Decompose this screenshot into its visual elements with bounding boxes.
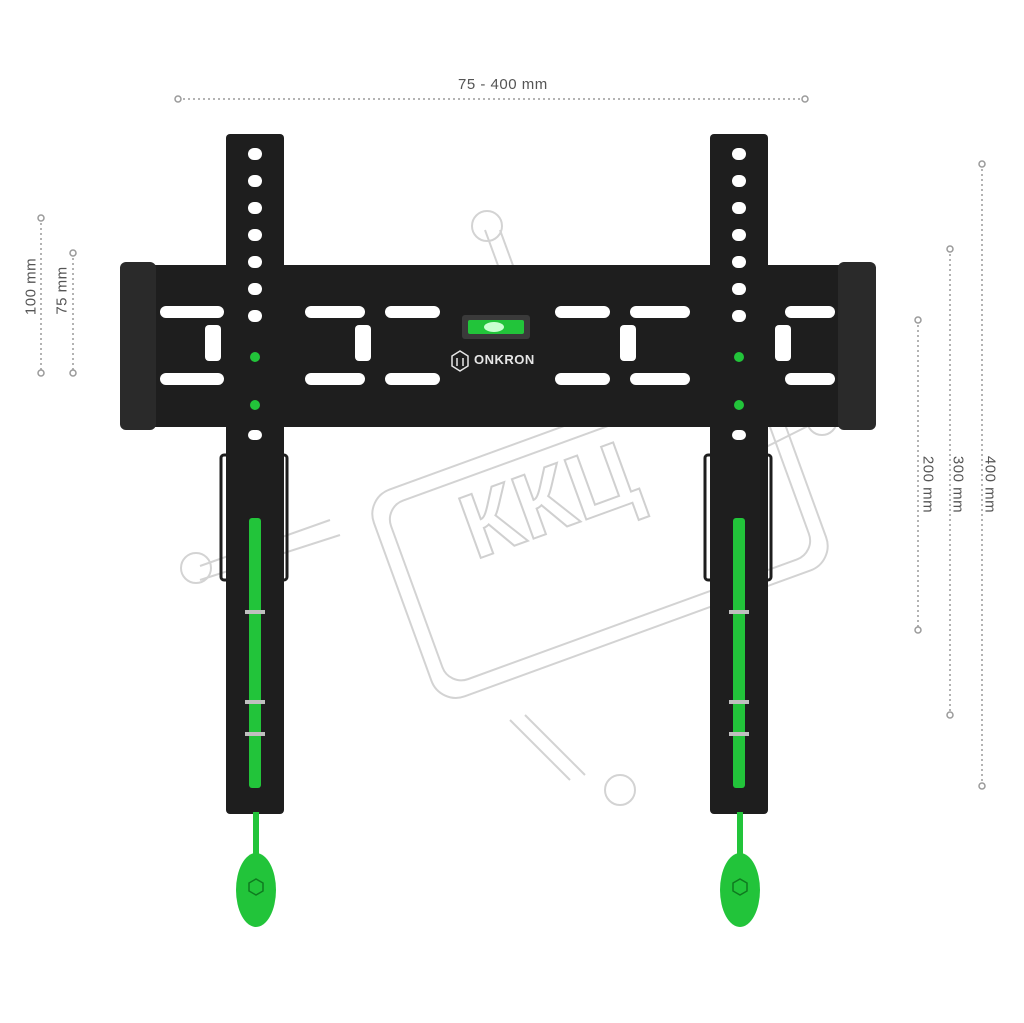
right-300-dimension-label: 300 mm xyxy=(949,455,967,514)
brand-label: ONKRON xyxy=(474,352,535,367)
plate-slots xyxy=(160,306,835,385)
right-400-dimension-label: 400 mm xyxy=(981,455,999,514)
dimension-lines xyxy=(40,98,983,786)
left-outer-dimension-label: 100 mm xyxy=(22,257,40,316)
left-inner-dimension-label: 75 mm xyxy=(53,266,71,315)
left-arm xyxy=(219,134,289,927)
bubble-level-icon xyxy=(462,315,530,339)
dimension-end-dots xyxy=(37,95,986,790)
right-arm xyxy=(703,134,773,927)
onkron-logo-icon xyxy=(451,350,469,372)
wall-plate xyxy=(120,262,876,430)
watermark-text: ККЦ xyxy=(447,422,651,579)
pull-tab-icon xyxy=(236,853,276,927)
width-dimension-label: 75 - 400 mm xyxy=(458,76,548,93)
pull-tab-icon xyxy=(720,853,760,927)
right-200-dimension-label: 200 mm xyxy=(919,455,937,514)
